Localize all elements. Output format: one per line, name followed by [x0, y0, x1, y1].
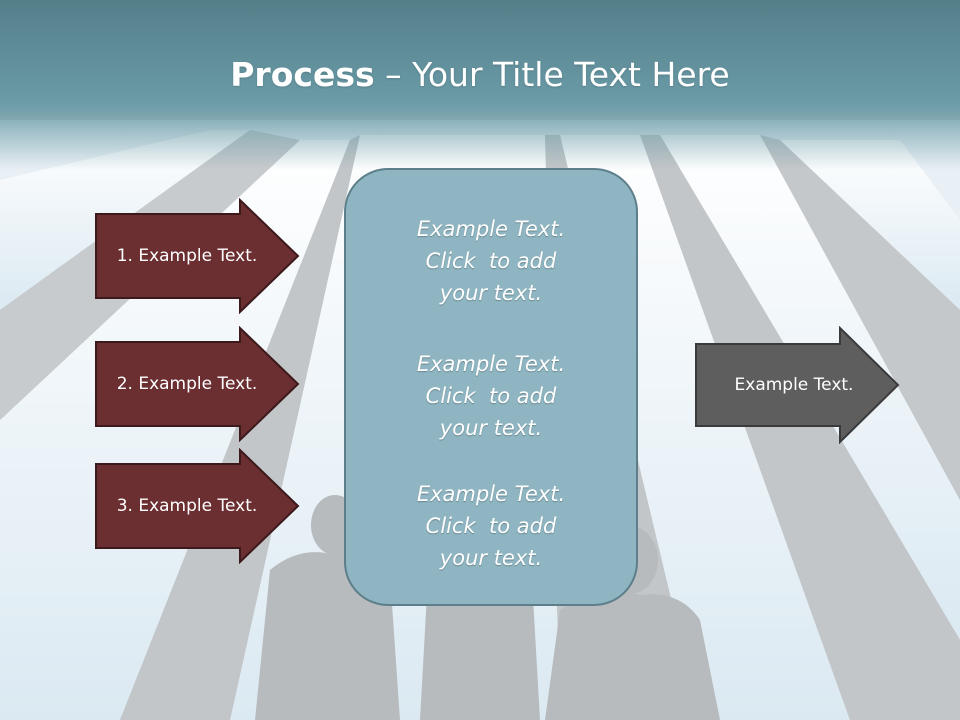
panel-line: Click to add	[425, 384, 557, 408]
step-arrow-2[interactable]: 2. Example Text.	[94, 326, 300, 442]
arrow-right-icon	[95, 326, 300, 442]
step-label-2: 2. Example Text.	[116, 374, 258, 394]
panel-line: Click to add	[425, 514, 557, 538]
output-label: Example Text.	[734, 375, 854, 395]
panel-text-block-3[interactable]: Example Text. Click to add your text.	[344, 478, 638, 574]
step-arrow-3[interactable]: 3. Example Text.	[94, 448, 300, 564]
slide-title: Process – Your Title Text Here	[0, 52, 960, 98]
title-bold-part: Process	[230, 55, 375, 94]
output-arrow[interactable]: Example Text.	[694, 326, 900, 444]
panel-line: your text.	[439, 416, 543, 440]
panel-text-block-2[interactable]: Example Text. Click to add your text.	[344, 348, 638, 444]
center-panel[interactable]	[344, 168, 638, 606]
panel-line: your text.	[439, 546, 543, 570]
arrow-right-icon	[695, 326, 900, 444]
panel-line: Example Text.	[416, 352, 566, 376]
panel-line: Click to add	[425, 249, 557, 273]
step-arrow-1[interactable]: 1. Example Text.	[94, 198, 300, 314]
title-rest-part: – Your Title Text Here	[374, 55, 730, 94]
step-label-1: 1. Example Text.	[116, 246, 258, 266]
panel-line: Example Text.	[416, 482, 566, 506]
panel-text-block-1[interactable]: Example Text. Click to add your text.	[344, 213, 638, 309]
panel-line: Example Text.	[416, 217, 566, 241]
arrow-right-icon	[95, 448, 300, 564]
panel-line: your text.	[439, 281, 543, 305]
step-label-3: 3. Example Text.	[116, 496, 258, 516]
arrow-right-icon	[95, 198, 300, 314]
